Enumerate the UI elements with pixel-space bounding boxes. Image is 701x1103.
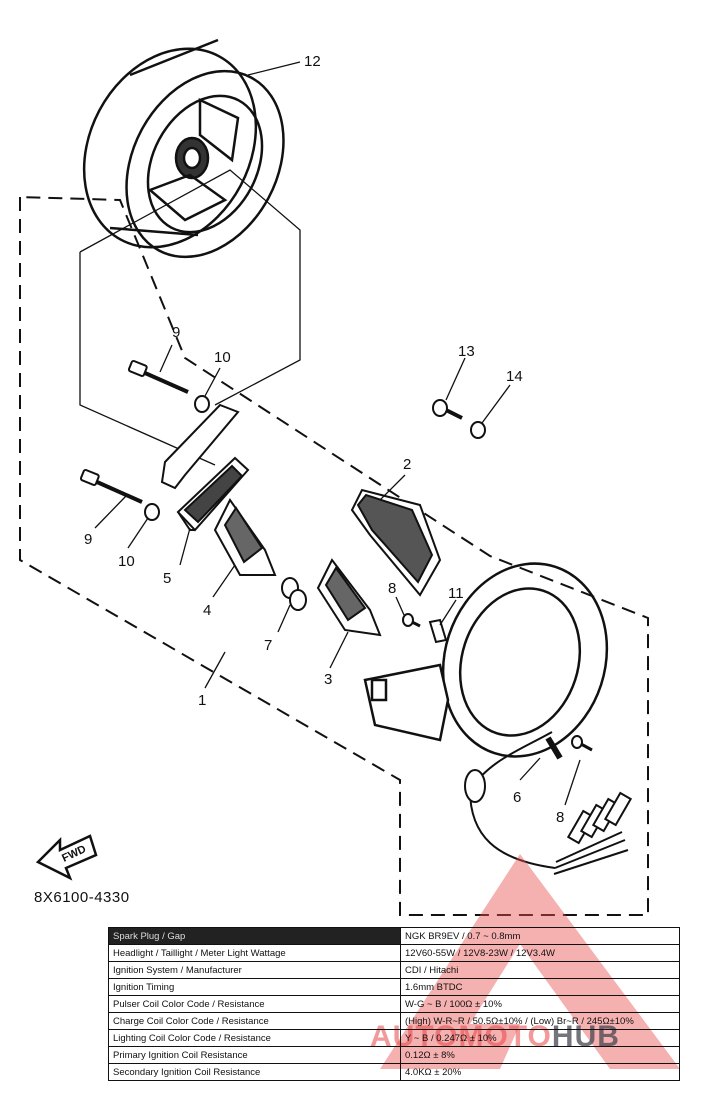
assembly-boundary-dashed (19, 195, 649, 916)
part-number: 8X6100-4330 (34, 889, 130, 906)
clamp-11 (428, 618, 448, 644)
spacer-7 (281, 577, 307, 611)
table-row: Ignition Timing 1.6mm BTDC (108, 978, 680, 996)
callout-8-upper: 8 (388, 580, 396, 597)
spec-label: Lighting Coil Color Code / Resistance (108, 1029, 401, 1047)
lighting-coil-3 (316, 558, 382, 637)
spec-label: Secondary Ignition Coil Resistance (108, 1063, 401, 1081)
spec-value: W-G ~ B / 100Ω ± 10% (400, 995, 680, 1013)
bolt-9-upper (127, 359, 189, 394)
callout-8-lower: 8 (556, 809, 564, 826)
table-row: Pulser Coil Color Code / Resistance W-G … (108, 995, 680, 1013)
pulser-coil-5 (176, 456, 250, 532)
table-row: Headlight / Taillight / Meter Light Watt… (108, 944, 680, 962)
spec-table-header-row: Spark Plug / Gap NGK BR9EV / 0.7 ~ 0.8mm (108, 927, 680, 945)
callout-14: 14 (506, 368, 523, 385)
mounting-bracket (160, 403, 240, 490)
callout-2: 2 (403, 456, 411, 473)
forward-arrow-icon: FWD (35, 834, 98, 881)
wire-harness (464, 731, 633, 875)
spec-header-label: Spark Plug / Gap (108, 927, 401, 945)
spec-value: 4.0KΩ ± 20% (400, 1063, 680, 1081)
spec-value: 12V60-55W / 12V8-23W / 12V3.4W (400, 944, 680, 962)
table-row: Ignition System / Manufacturer CDI / Hit… (108, 961, 680, 979)
washer-10-upper (194, 395, 210, 413)
spec-label: Headlight / Taillight / Meter Light Watt… (108, 944, 401, 962)
specifications-table: Spark Plug / Gap NGK BR9EV / 0.7 ~ 0.8mm… (108, 927, 680, 1081)
table-row: Primary Ignition Coil Resistance 0.12Ω ±… (108, 1046, 680, 1064)
callout-13: 13 (458, 343, 475, 360)
rotor-reference-box (79, 169, 301, 466)
callout-4: 4 (203, 602, 211, 619)
bolt-9-lower (79, 468, 143, 504)
table-row: Charge Coil Color Code / Resistance (Hig… (108, 1012, 680, 1030)
exploded-parts-diagram: FWD 12 9 10 13 14 2 9 10 5 4 8 11 7 3 1 … (19, 38, 649, 916)
callout-3: 3 (324, 671, 332, 688)
spec-value: Y ~ B / 0.247Ω ± 10% (400, 1029, 680, 1047)
callout-1: 1 (198, 692, 206, 709)
spec-label: Pulser Coil Color Code / Resistance (108, 995, 401, 1013)
spec-value: 0.12Ω ± 8% (400, 1046, 680, 1064)
table-row: Lighting Coil Color Code / Resistance Y … (108, 1029, 680, 1047)
table-row: Secondary Ignition Coil Resistance 4.0KΩ… (108, 1063, 680, 1081)
washer-10-lower (144, 503, 160, 521)
callout-5: 5 (163, 570, 171, 587)
spec-value: CDI / Hitachi (400, 961, 680, 979)
callout-6: 6 (513, 789, 521, 806)
callout-9-upper: 9 (172, 324, 180, 341)
spec-label: Ignition System / Manufacturer (108, 961, 401, 979)
screw-13 (432, 399, 463, 420)
charge-coil-4 (213, 498, 277, 576)
callout-12: 12 (304, 53, 321, 70)
screw-8-lower (571, 735, 593, 752)
flywheel-rotor (82, 38, 285, 259)
callout-10-lower: 10 (118, 553, 135, 570)
washer-14 (470, 421, 486, 439)
spec-label: Charge Coil Color Code / Resistance (108, 1012, 401, 1030)
spec-value: (High) W-R~R / 50.5Ω±10% / (Low) Br~R / … (400, 1012, 680, 1030)
spec-value: 1.6mm BTDC (400, 978, 680, 996)
callout-7: 7 (264, 637, 272, 654)
callout-9-lower: 9 (84, 531, 92, 548)
screw-8-upper (402, 613, 421, 628)
spec-label: Ignition Timing (108, 978, 401, 996)
source-coil-2 (350, 488, 442, 597)
spec-label: Primary Ignition Coil Resistance (108, 1046, 401, 1064)
spec-header-value: NGK BR9EV / 0.7 ~ 0.8mm (400, 927, 680, 945)
callout-10-upper: 10 (214, 349, 231, 366)
stator-plate (363, 562, 609, 758)
callout-11: 11 (448, 585, 464, 602)
